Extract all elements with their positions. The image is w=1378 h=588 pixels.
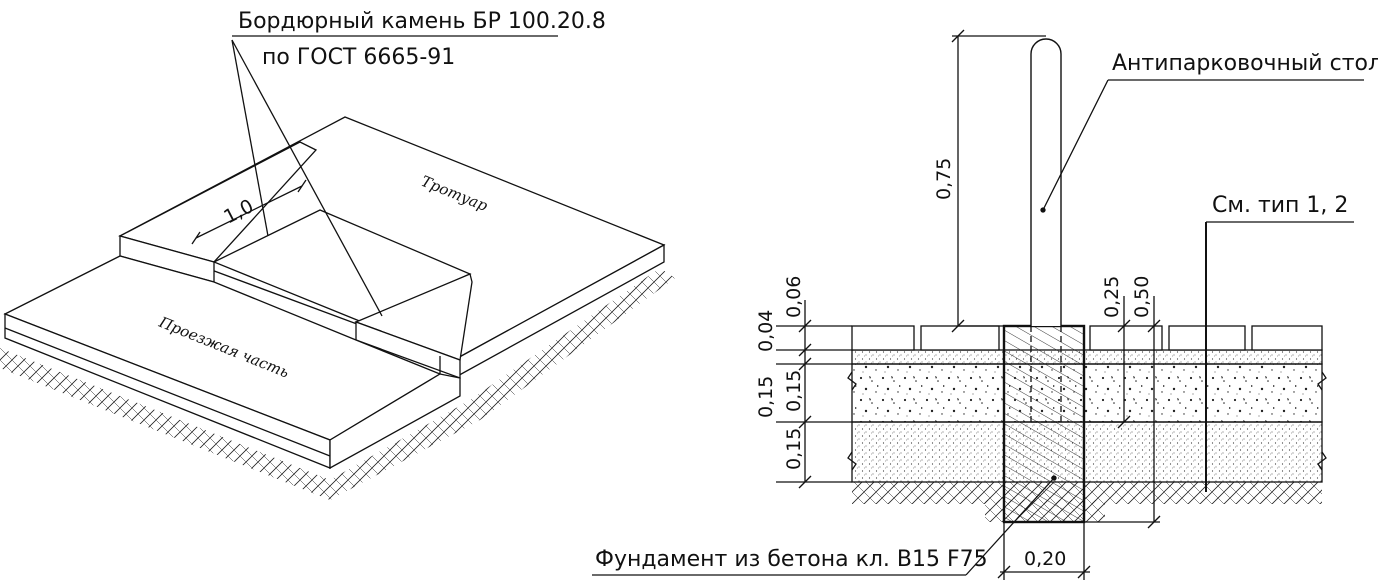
section-view: [592, 29, 1364, 580]
ground-hatch-right: [852, 482, 1322, 504]
leader-1: [231, 39, 269, 237]
dim-embed-2: 0,50: [1131, 276, 1153, 318]
layer-sand: [851, 349, 1323, 365]
curb-label-line1: Бордюрный камень БР 100.20.8: [238, 9, 606, 34]
layer-gravel: [851, 363, 1323, 423]
dim-gap-line: [195, 185, 303, 239]
dim-width: 0,20: [1024, 548, 1066, 570]
roadway-side: [329, 373, 461, 470]
see-types-label: См. тип 1, 2: [1212, 193, 1348, 218]
dim-tile: 0,06: [783, 276, 805, 318]
dim-embed-1: 0,25: [1101, 276, 1123, 318]
leader-2: [231, 39, 383, 317]
bollard-leader: [1042, 79, 1109, 211]
dim-layer-3: 0,15: [755, 376, 777, 418]
dim-height: 0,75: [933, 158, 955, 200]
isometric-view: [0, 35, 675, 500]
foundation: [1002, 324, 1086, 524]
curb-label-line2: по ГОСТ 6665-91: [262, 45, 455, 70]
bollard: [1030, 38, 1062, 326]
tile: [851, 325, 915, 351]
tile: [1251, 325, 1323, 351]
dim-layer-1: 0,15: [783, 370, 805, 412]
dim-layer-2: 0,15: [783, 428, 805, 470]
foundation-leader: [965, 477, 1055, 576]
bollard-label: Антипарковочный столб: [1112, 51, 1378, 76]
layer-sand-base: [851, 421, 1323, 483]
tile: [920, 325, 1000, 351]
foundation-label: Фундамент из бетона кл. В15 F75: [595, 547, 988, 572]
dim-sand: 0,04: [755, 310, 777, 352]
